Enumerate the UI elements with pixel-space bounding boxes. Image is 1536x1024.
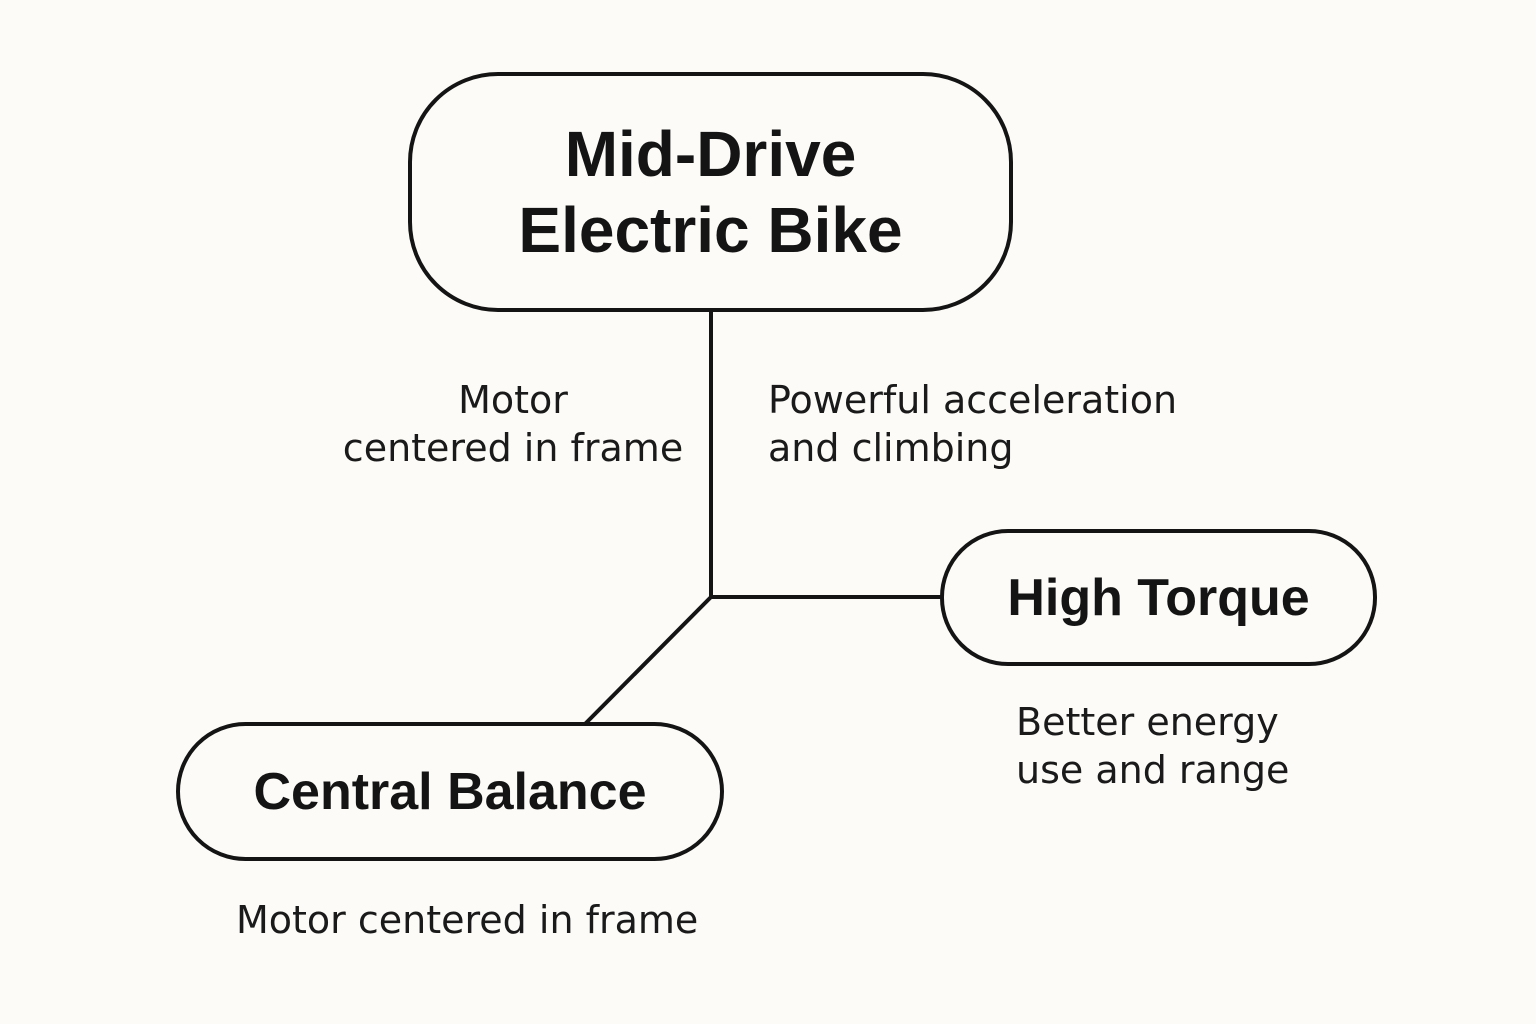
- connector-junction-to-central-balance: [583, 595, 713, 726]
- node-mid-drive-electric-bike: Mid-Drive Electric Bike: [408, 72, 1013, 312]
- annotation-powerful-acceleration: Powerful acceleration and climbing: [768, 378, 1178, 470]
- annotation-motor-centered-upper: Motor centered in frame: [342, 378, 684, 470]
- node-high-torque: High Torque: [940, 529, 1377, 666]
- annotation-motor-centered-lower: Motor centered in frame: [236, 898, 699, 942]
- node-central-balance-title: Central Balance: [253, 762, 647, 821]
- node-central-balance: Central Balance: [176, 722, 724, 861]
- annotation-better-energy: Better energy use and range: [1016, 700, 1290, 792]
- node-high-torque-title: High Torque: [1007, 568, 1310, 627]
- node-main-title: Mid-Drive Electric Bike: [518, 118, 903, 266]
